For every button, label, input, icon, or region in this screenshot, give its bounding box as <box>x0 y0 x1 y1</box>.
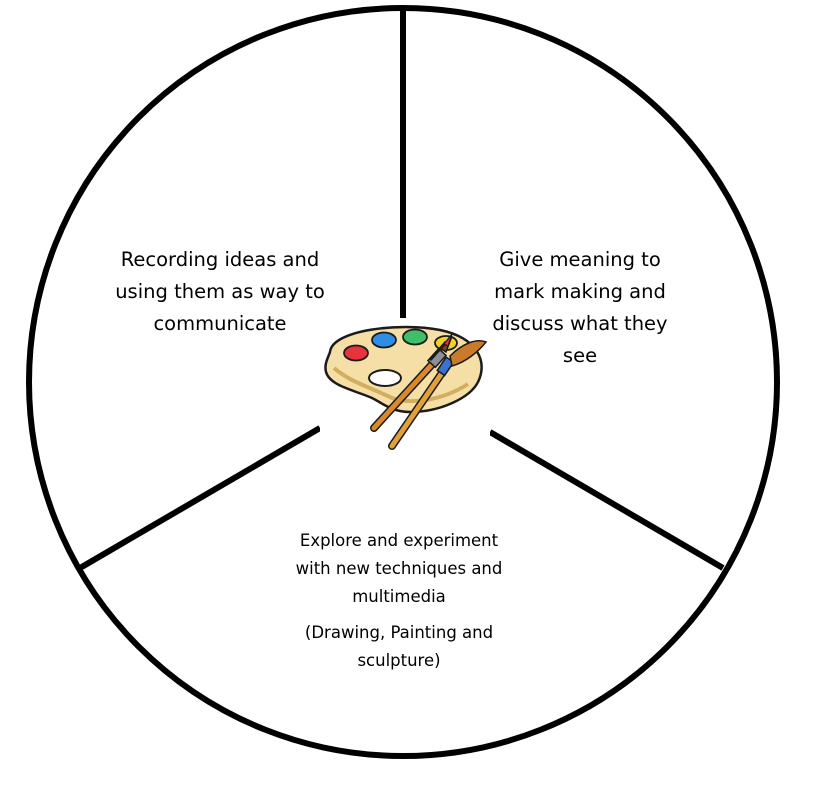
segment-bottom-line: with new techniques and <box>295 559 503 578</box>
segment-bottom-note-line: (Drawing, Painting and <box>304 623 494 642</box>
segment-bottom-line: multimedia <box>352 587 446 606</box>
segment-bottom-text: Explore and experiment with new techniqu… <box>268 527 530 675</box>
segment-left-line: communicate <box>153 312 287 335</box>
segment-bottom-note-line: sculpture) <box>357 651 441 670</box>
segment-bottom-note: (Drawing, Painting and sculpture) <box>268 619 530 675</box>
paint-palette-with-brushes-icon <box>320 318 490 450</box>
segment-right-line: discuss what they <box>492 312 668 335</box>
segment-bottom-line: Explore and experiment <box>299 531 499 550</box>
segment-right-line: see <box>562 344 598 367</box>
segment-left-text: Recording ideas and using them as way to… <box>98 244 342 340</box>
segment-left-line: Recording ideas and <box>120 248 320 271</box>
segment-right-text: Give meaning to mark making and discuss … <box>470 244 690 372</box>
divider-lower-right <box>488 429 725 571</box>
segment-right-line: mark making and <box>494 280 666 303</box>
segment-left-line: using them as way to <box>115 280 325 303</box>
segment-right-line: Give meaning to <box>499 248 661 271</box>
divider-lower-left <box>78 425 322 571</box>
